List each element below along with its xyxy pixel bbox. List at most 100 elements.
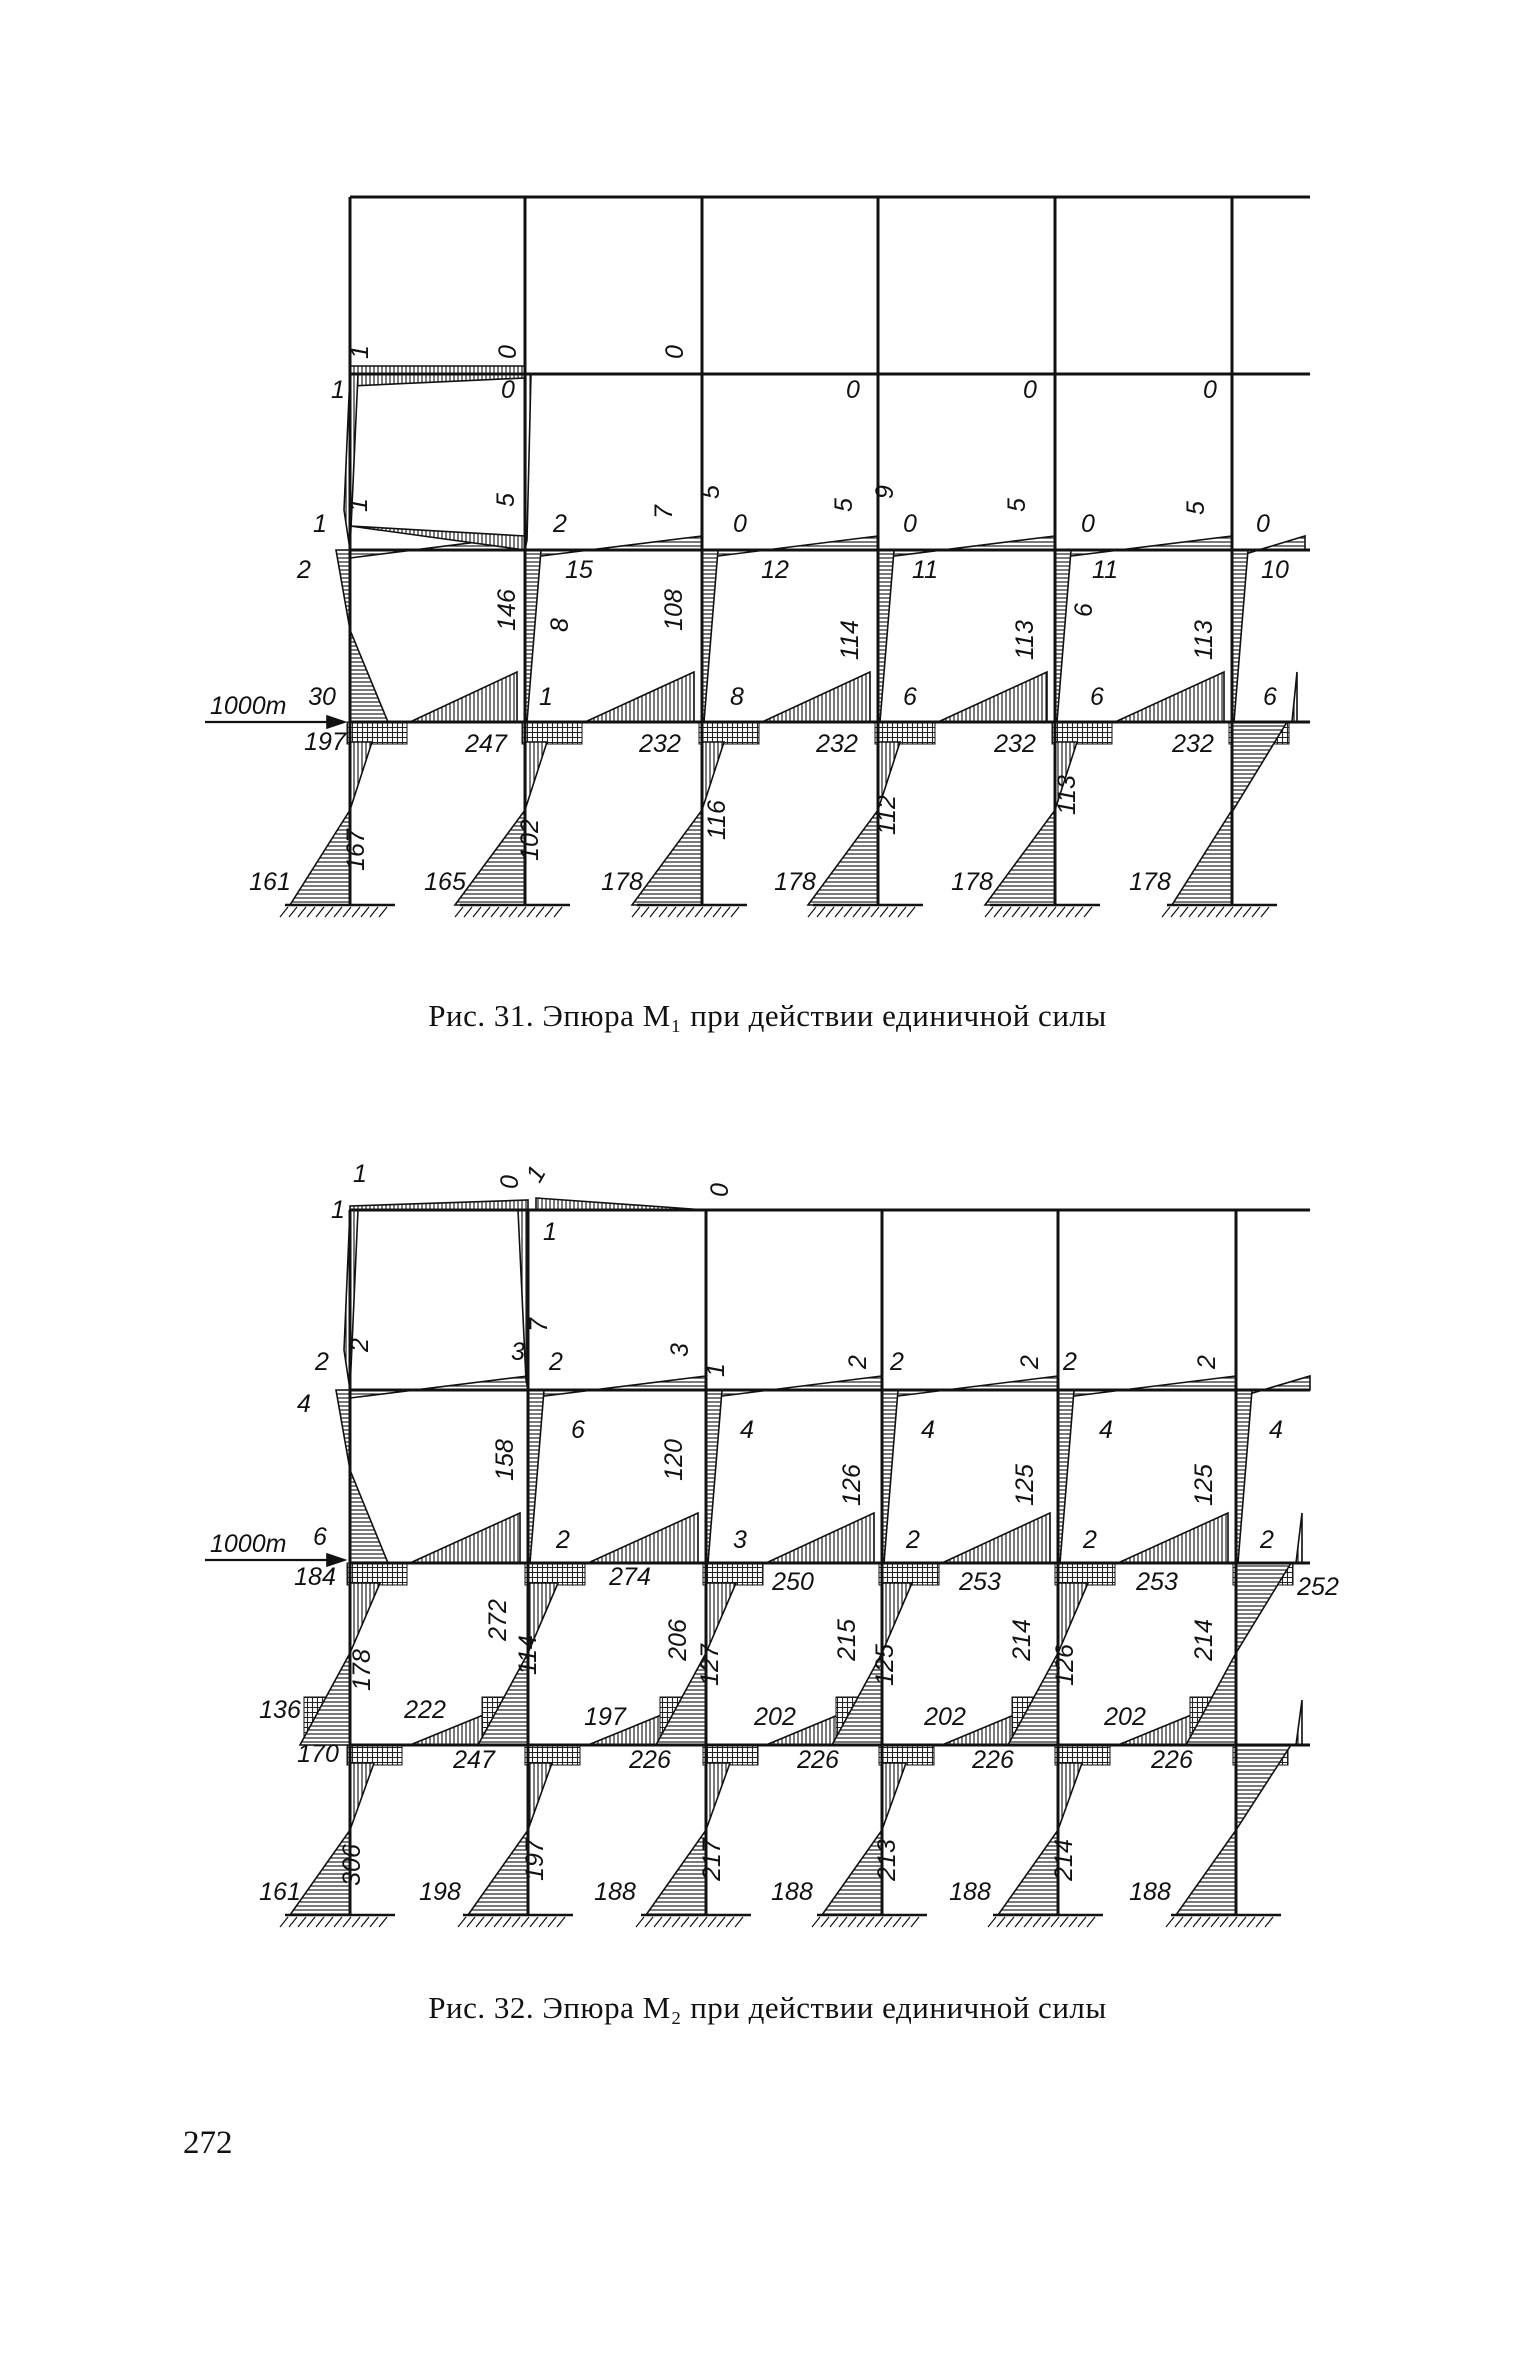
ground-hatch bbox=[1224, 906, 1234, 918]
ground-hatch bbox=[360, 1916, 370, 1928]
ground-hatch bbox=[508, 906, 518, 918]
ground-hatch bbox=[694, 906, 704, 918]
ground-hatch bbox=[1074, 906, 1084, 918]
moment-value-label: 5 bbox=[830, 498, 858, 512]
moment-value-label: 0 bbox=[661, 345, 689, 359]
ground-hatch bbox=[680, 1916, 690, 1928]
moment-value-label: 1 bbox=[346, 345, 374, 359]
column-moment-diagram bbox=[349, 1469, 390, 1564]
column-moment-diagram bbox=[1235, 1562, 1293, 1656]
column-moment-diagram bbox=[349, 1582, 382, 1654]
moment-value-label: 125 bbox=[871, 1644, 899, 1686]
ground-hatch bbox=[547, 1916, 557, 1928]
moment-value-label: 125 bbox=[1011, 1464, 1039, 1506]
moment-value-label: 2 bbox=[905, 1526, 920, 1554]
moment-value-label: 250 bbox=[771, 1568, 814, 1596]
ground-hatch bbox=[1165, 1916, 1175, 1928]
moment-value-label: 5 bbox=[697, 485, 725, 499]
moment-value-label: 2 bbox=[548, 1348, 563, 1376]
moment-value-label: 226 bbox=[1150, 1746, 1193, 1774]
column-moment-diagram bbox=[1057, 1389, 1075, 1564]
ground-hatch bbox=[698, 1916, 708, 1928]
ground-hatch bbox=[1086, 1916, 1096, 1928]
moment-value-label: 4 bbox=[1099, 1416, 1113, 1444]
moment-value-label: 1 bbox=[345, 498, 373, 512]
joint-moment-zone bbox=[702, 1744, 759, 1766]
force-label: 1000т bbox=[210, 692, 286, 720]
moment-value-label: 165 bbox=[424, 868, 466, 896]
ground-hatch bbox=[910, 1916, 920, 1928]
ground-hatch bbox=[631, 906, 641, 918]
moment-value-label: 5 bbox=[492, 493, 520, 507]
moment-value-label: 197 bbox=[304, 728, 347, 756]
ground-hatch bbox=[847, 1916, 857, 1928]
ground-hatch bbox=[369, 1916, 379, 1928]
ground-hatch bbox=[734, 1916, 744, 1928]
moment-value-label: 226 bbox=[971, 1746, 1014, 1774]
beam-moment-diagram bbox=[1295, 1512, 1303, 1564]
moment-value-label: 253 bbox=[1135, 1568, 1178, 1596]
ground-hatch bbox=[351, 1916, 361, 1928]
moment-value-label: 7 bbox=[525, 1317, 553, 1332]
moment-value-label: 170 bbox=[297, 1740, 339, 1768]
ground-hatch bbox=[703, 906, 713, 918]
moment-value-label: 178 bbox=[601, 868, 643, 896]
ground-hatch bbox=[1219, 1916, 1229, 1928]
beam-moment-diagram bbox=[587, 1511, 699, 1564]
moment-value-label: 11 bbox=[912, 556, 938, 584]
moment-value-label: 2 bbox=[552, 510, 567, 538]
ground-hatch bbox=[529, 1916, 539, 1928]
ground-hatch bbox=[861, 906, 871, 918]
moment-value-label: 0 bbox=[1203, 376, 1217, 404]
moment-value-label: 10 bbox=[1261, 556, 1289, 584]
moment-value-label: 274 bbox=[608, 1563, 651, 1591]
ground-hatch bbox=[1260, 906, 1270, 918]
ground-hatch bbox=[517, 906, 527, 918]
moment-value-label: 202 bbox=[1103, 1703, 1146, 1731]
moment-value-label: 202 bbox=[923, 1703, 966, 1731]
ground-hatch bbox=[1197, 906, 1207, 918]
moment-value-label: 108 bbox=[660, 589, 688, 631]
column-moment-diagram bbox=[1057, 1582, 1090, 1654]
moment-value-label: 116 bbox=[703, 800, 731, 840]
ground-hatch bbox=[502, 1916, 512, 1928]
ground-hatch bbox=[342, 906, 352, 918]
ground-hatch bbox=[671, 1916, 681, 1928]
ground-hatch bbox=[658, 906, 668, 918]
ground-hatch bbox=[888, 906, 898, 918]
ground-hatch bbox=[667, 906, 677, 918]
ground-hatch bbox=[1083, 906, 1093, 918]
ground-hatch bbox=[1029, 906, 1039, 918]
moment-value-label: 184 bbox=[294, 1563, 336, 1591]
ground-hatch bbox=[463, 906, 473, 918]
moment-value-label: 6 bbox=[1070, 603, 1098, 617]
figure-31-caption: Рис. 31. Эпюра M₁ при действии единичной… bbox=[428, 998, 1107, 1033]
ground-hatch bbox=[892, 1916, 902, 1928]
column-moment-diagram bbox=[705, 1389, 723, 1564]
ground-hatch bbox=[865, 1916, 875, 1928]
ground-hatch bbox=[721, 906, 731, 918]
ground-hatch bbox=[1023, 1916, 1033, 1928]
moment-value-label: 15 bbox=[565, 556, 593, 584]
ground-hatch bbox=[457, 1916, 467, 1928]
ground-hatch bbox=[1251, 906, 1261, 918]
column-moment-diagram bbox=[1174, 1827, 1237, 1916]
moment-value-label: 188 bbox=[1129, 1878, 1171, 1906]
moment-value-label: 102 bbox=[516, 819, 544, 861]
moment-value-label: 0 bbox=[494, 345, 522, 359]
ground-hatch bbox=[883, 1916, 893, 1928]
ground-hatch bbox=[901, 1916, 911, 1928]
moment-value-label: 2 bbox=[1016, 1355, 1044, 1370]
column-moment-diagram bbox=[349, 1762, 376, 1831]
joint-moment-zone bbox=[878, 1744, 935, 1766]
ground-hatch bbox=[856, 1916, 866, 1928]
moment-value-label: 30 bbox=[308, 683, 336, 711]
ground-hatch bbox=[996, 1916, 1006, 1928]
ground-hatch bbox=[1201, 1916, 1211, 1928]
moment-value-label: 6 bbox=[571, 1416, 585, 1444]
moment-value-label: 11 bbox=[1092, 556, 1118, 584]
joint-moment-zone bbox=[346, 1562, 408, 1586]
page-number: 272 bbox=[183, 2125, 233, 2161]
moment-value-label: 178 bbox=[774, 868, 816, 896]
